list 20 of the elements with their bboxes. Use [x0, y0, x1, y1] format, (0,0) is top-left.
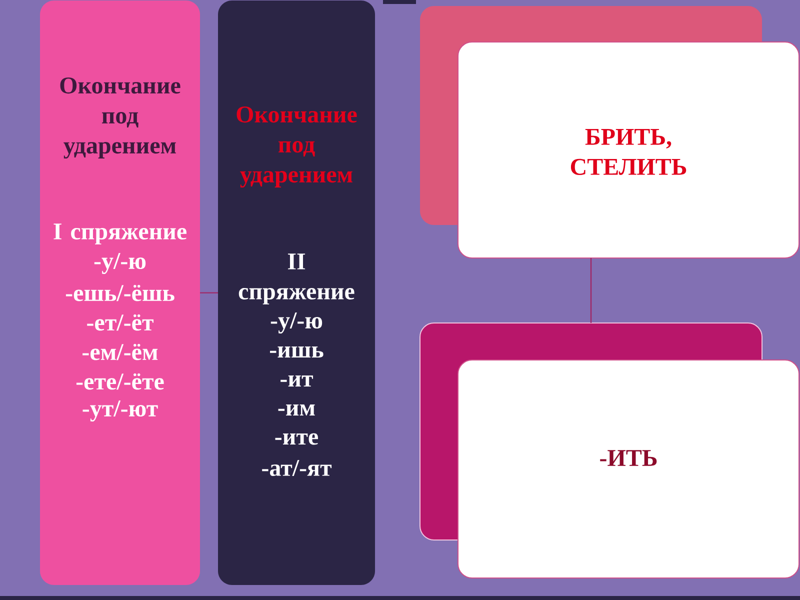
connector-line [200, 292, 218, 294]
ending-text: -ут/-ют [82, 400, 158, 422]
ending-text: -ешь/-ёшь [66, 284, 174, 302]
heading-text: Окончание под ударением [60, 77, 180, 159]
conjugation-heading: I спряжение [54, 224, 186, 244]
heading-text: Окончание под ударением [236, 106, 357, 188]
ending-text: -у/-ю [270, 312, 322, 334]
ending-text: -ит [280, 376, 313, 387]
connector-line [590, 258, 592, 323]
ending-text: -им [278, 404, 315, 416]
stacked-card: -ИТЬ [420, 322, 800, 578]
stacked-card: БРИТЬ, СТЕЛИТЬ [420, 6, 800, 258]
conjugation-heading: II спряжение [238, 254, 354, 304]
ending-text: -ет/-ёт [87, 314, 154, 331]
ending-text: -ем/-ём [82, 344, 158, 360]
ending-text: -у/-ю [94, 253, 146, 274]
ending-text: -ите [275, 433, 318, 445]
ending-text: -ишь [270, 346, 324, 358]
ending-text: -ат/-ят [262, 460, 332, 476]
ending-text: -ете/-ёте [76, 373, 164, 390]
